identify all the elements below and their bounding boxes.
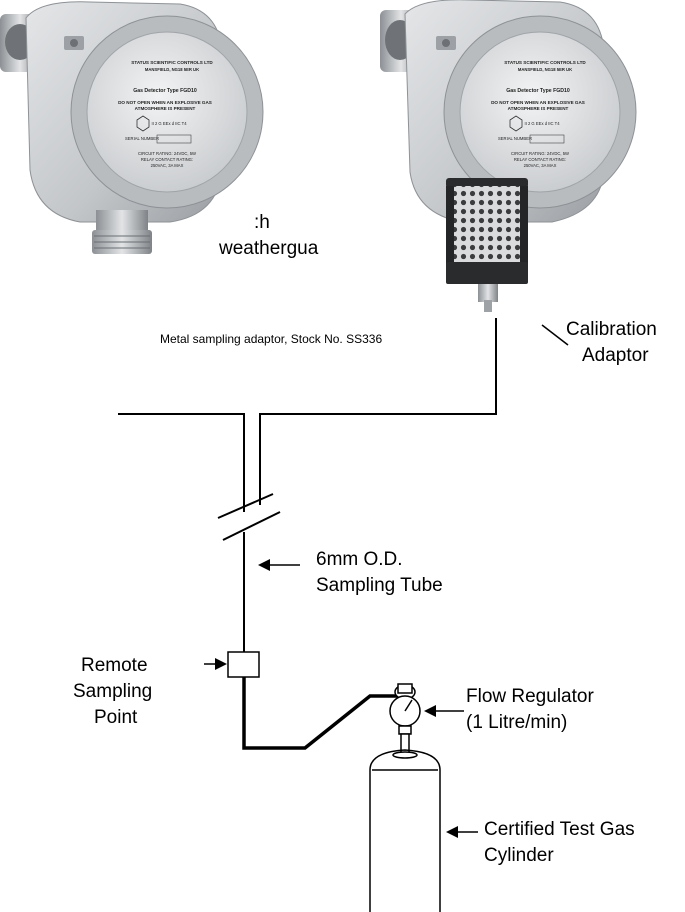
plate-serial: SERIAL NUMBER xyxy=(498,136,532,141)
cylinder-label-line1: Certified Test Gas xyxy=(484,819,635,840)
arrow-flow-regulator xyxy=(424,705,464,717)
detector-nameplate: STATUS SCIENTIFIC CONTROLS LTD MANSFIELD… xyxy=(491,60,586,168)
adaptor-pipe xyxy=(259,318,497,505)
detector-nameplate-left: STATUS SCIENTIFIC CONTROLS LTD MANSFIELD… xyxy=(118,60,213,168)
arrow-cylinder xyxy=(446,826,478,838)
plate-left-rating-3: 250VAC, 3A MAX xyxy=(151,163,184,168)
plate-left-warning-2: ATMOSPHERE IS PRESENT xyxy=(135,106,196,111)
plate-rating-2: RELAY CONTACT RATING: xyxy=(514,157,566,162)
plate-warning-2: ATMOSPHERE IS PRESENT xyxy=(508,106,569,111)
caption-fragment-2: weathergua xyxy=(219,238,319,259)
calibration-adaptor-label-line2: Adaptor xyxy=(582,345,649,366)
test-gas-cylinder xyxy=(369,749,441,912)
plate-town: MANSFIELD, NG18 5ER UK xyxy=(518,67,572,72)
arrow-sampling-tube xyxy=(258,559,300,571)
gas-detector-left xyxy=(0,1,264,254)
plate-left-type: Gas Detector Type FGD10 xyxy=(133,88,197,94)
plate-left-town: MANSFIELD, NG18 5ER UK xyxy=(145,67,199,72)
plate-left-warning-1: DO NOT OPEN WHEN AN EXPLOSIVE GAS xyxy=(118,100,212,105)
arrow-remote-point xyxy=(204,658,227,670)
plate-left-serial: SERIAL NUMBER xyxy=(125,136,159,141)
remote-point-label-line3: Point xyxy=(94,707,138,728)
plate-company: STATUS SCIENTIFIC CONTROLS LTD xyxy=(504,60,586,65)
sampling-tube-label-line2: Sampling Tube xyxy=(316,575,443,596)
plate-rating-1: CIRCUIT RATING: 24VDC, 5W xyxy=(511,151,569,156)
remote-sampling-point xyxy=(227,651,260,678)
flow-regulator xyxy=(389,683,421,759)
pipework xyxy=(118,318,569,750)
plate-type: Gas Detector Type FGD10 xyxy=(506,88,570,94)
plate-left-company: STATUS SCIENTIFIC CONTROLS LTD xyxy=(131,60,213,65)
ex-mark-icon xyxy=(136,115,523,132)
plate-warning-1: DO NOT OPEN WHEN AN EXPLOSIVE GAS xyxy=(491,100,585,105)
plate-left-rating-1: CIRCUIT RATING: 24VDC, 5W xyxy=(138,151,196,156)
pipe-break-upper xyxy=(217,493,274,519)
plate-rating-3: 250VAC, 3A MAX xyxy=(524,163,557,168)
flow-regulator-label-line2: (1 Litre/min) xyxy=(466,712,568,733)
detector-pipe xyxy=(118,413,245,512)
regulator-hose xyxy=(242,677,400,750)
calibration-pointer-line xyxy=(541,324,569,346)
plate-ex-code: II 2 G EEx d IIC T4 xyxy=(524,121,560,126)
calibration-adaptor-label-line1: Calibration xyxy=(566,319,657,340)
gas-detector-right xyxy=(380,0,637,312)
caption-fragment-1: :h xyxy=(254,212,270,233)
remote-point-label-line1: Remote xyxy=(81,655,148,676)
metal-adaptor-label: Metal sampling adaptor, Stock No. SS336 xyxy=(160,332,383,346)
remote-point-label-line2: Sampling xyxy=(73,681,153,702)
plate-left-ex-code: II 2 G EEx d IIC T4 xyxy=(151,121,187,126)
flow-regulator-label-line1: Flow Regulator xyxy=(466,686,594,707)
cylinder-label-line2: Cylinder xyxy=(484,845,554,866)
sampling-tube-label-line1: 6mm O.D. xyxy=(316,549,403,570)
pipe-break-lower xyxy=(222,511,281,541)
plate-left-rating-2: RELAY CONTACT RATING: xyxy=(141,157,193,162)
